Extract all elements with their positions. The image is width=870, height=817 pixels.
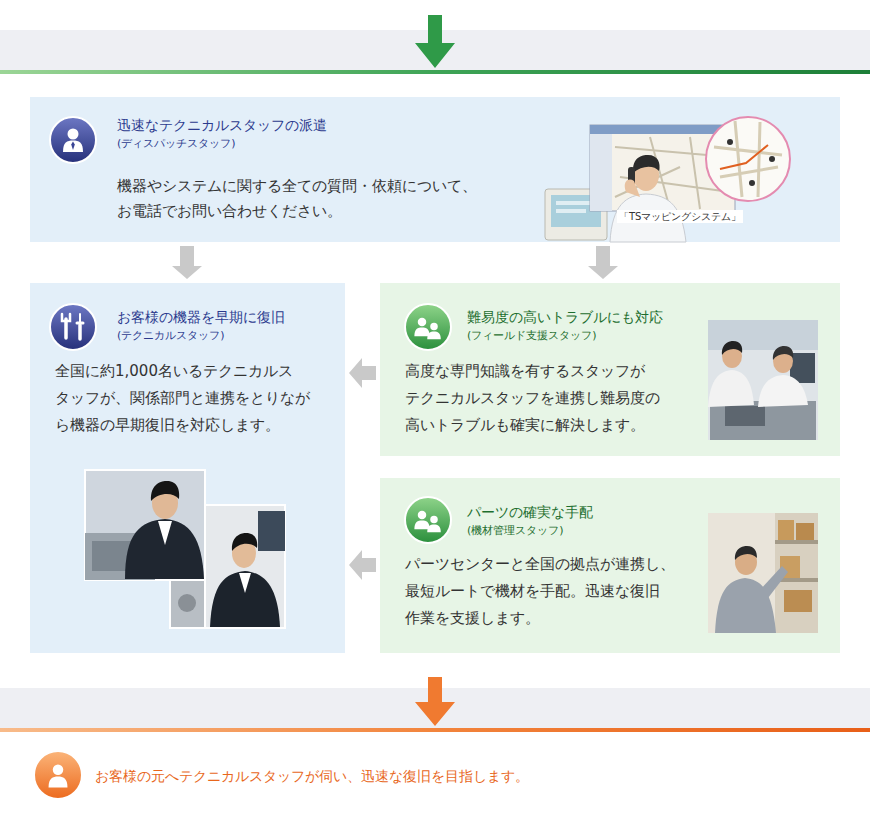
panel-subtitle: (テクニカルスタッフ) <box>117 328 225 344</box>
panel-title: 難易度の高いトラブルにも対応 <box>467 307 663 327</box>
parts-panel: パーツの確実な手配(機材管理スタッフ) パーツセンターと全国の拠点が連携し、 最短… <box>380 478 840 653</box>
panel-body: パーツセンターと全国の拠点が連携し、 最短ルートで機材を手配。迅速な復旧 作業を… <box>405 551 697 632</box>
panel-subtitle: (フィールド支援スタッフ) <box>467 328 597 344</box>
green-rule <box>0 70 870 74</box>
panel-body: 全国に約1,000名いるテクニカルス タッフが、関係部門と連携をとりなが ら機器… <box>55 358 335 439</box>
technical-staff-panel: お客様の機器を早期に復旧(テクニカルスタッフ) 全国に約1,000名いるテクニカル… <box>30 283 345 653</box>
green-down-arrow <box>415 15 455 68</box>
panel-title: お客様の機器を早期に復旧 <box>117 307 285 327</box>
panel-subtitle: (ディスパッチスタッフ) <box>117 136 236 152</box>
flow-arrow <box>349 358 376 388</box>
parts-photo <box>708 513 818 633</box>
flow-arrow <box>172 246 202 279</box>
system-caption: 「TSマッピングシステム」 <box>617 210 743 223</box>
flow-arrow <box>349 550 376 580</box>
orange-rule <box>0 728 870 732</box>
result-text: お客様の元へテクニカルスタッフが伺い、迅速な復旧を目指します。 <box>95 766 529 786</box>
field-support-photo <box>708 320 818 440</box>
panel-title: 迅速なテクニカルスタッフの派遣 <box>117 115 327 135</box>
panel-title: パーツの確実な手配 <box>467 502 593 522</box>
tools-icon <box>62 314 83 339</box>
orange-down-arrow <box>415 677 455 726</box>
mapping-system-photo <box>545 117 790 242</box>
panel-subtitle: (機材管理スタッフ) <box>467 523 564 539</box>
result-band: お客様の元へテクニカルスタッフが伺い、迅速な復旧を目指します。 <box>20 750 850 800</box>
field-support-panel: 難易度の高いトラブルにも対応(フィールド支援スタッフ) 高度な専門知識を有するスタ… <box>380 283 840 456</box>
panel-body: 高度な専門知識を有するスタッフが テクニカルスタッフを連携し難易度の 高いトラブ… <box>405 358 685 439</box>
staff-photos <box>85 470 285 628</box>
flow-arrow <box>588 246 618 279</box>
panel-body: 機器やシステムに関する全ての質問・依頼について、 お電話でお問い合わせください。 <box>117 174 507 224</box>
